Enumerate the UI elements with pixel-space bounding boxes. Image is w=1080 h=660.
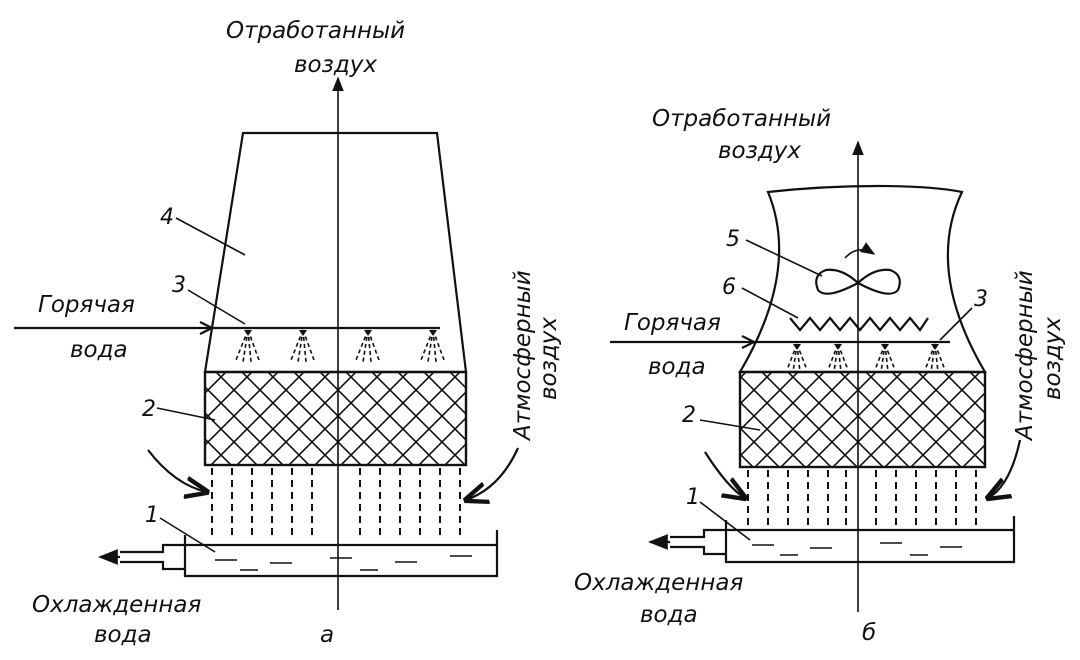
b-hot-water-line2: вода [648, 354, 706, 380]
tower-a: Отработанный воздух Горячая вода Охлажде… [14, 18, 562, 648]
tower-a-packing [203, 370, 468, 467]
tower-b-inlet-arrowhead [741, 335, 757, 349]
b-exhaust-air-line2: воздух [718, 138, 801, 164]
tower-a-air-arrow-right [466, 447, 520, 500]
leader-a-2 [156, 407, 216, 421]
tower-a-sprayers [235, 329, 445, 363]
b-exhaust-air-line1: Отработанный [652, 106, 831, 132]
a-atmospheric-air-line1: Атмосферный [510, 270, 536, 442]
a-caption: а [320, 622, 334, 648]
a-atmospheric-air-line2: воздух [536, 317, 562, 400]
a-cooled-water-line1: Охлажденная [32, 592, 201, 618]
a-label-1: 1 [145, 503, 159, 528]
a-label-2: 2 [142, 397, 156, 422]
b-label-3: 3 [974, 287, 988, 312]
b-label-5: 5 [726, 227, 740, 252]
tower-b-eliminator [789, 316, 929, 332]
tower-a-basin [98, 530, 499, 578]
b-hot-water-line1: Горячая [624, 310, 721, 336]
a-cooled-water-line2: вода [94, 622, 152, 648]
b-label-6: 6 [722, 275, 736, 300]
b-cooled-water-line2: вода [640, 602, 698, 628]
tower-a-air-arrow-left [147, 449, 207, 492]
tower-a-rain [211, 468, 461, 535]
tower-b: Отработанный воздух Горячая вода Охлажде… [574, 106, 1066, 646]
tower-a-shell [203, 131, 468, 374]
leader-b-3 [939, 307, 973, 341]
b-atmospheric-air-line2: воздух [1040, 317, 1066, 400]
a-label-3: 3 [172, 273, 186, 298]
b-label-1: 1 [686, 485, 700, 510]
leader-b-1 [699, 501, 751, 541]
tower-b-fan [815, 242, 901, 295]
tower-b-packing [738, 370, 987, 469]
leader-b-2 [699, 419, 761, 431]
leader-a-4 [175, 217, 246, 256]
b-caption: б [862, 620, 876, 646]
tower-b-shell [738, 184, 987, 374]
a-label-4: 4 [160, 205, 174, 230]
tower-b-sprayers [786, 343, 946, 373]
leader-a-3 [187, 289, 246, 325]
b-atmospheric-air-line1: Атмосферный [1012, 270, 1038, 442]
tower-b-air-arrow-left [704, 451, 745, 498]
a-exhaust-air-line1: Отработанный [226, 18, 405, 44]
tower-b-basin [648, 516, 1016, 564]
tower-b-rain [747, 470, 977, 530]
tower-a-inlet-arrowhead [199, 321, 215, 335]
leader-b-6 [741, 287, 799, 319]
b-cooled-water-line1: Охлажденная [574, 570, 743, 596]
a-hot-water-line1: Горячая [38, 292, 135, 318]
a-exhaust-air-line2: воздух [294, 52, 377, 78]
leader-b-5 [745, 239, 823, 277]
a-hot-water-line2: вода [70, 337, 128, 363]
b-label-2: 2 [682, 403, 696, 428]
leader-a-1 [159, 517, 216, 553]
tower-b-air-arrow-right [988, 439, 1022, 498]
